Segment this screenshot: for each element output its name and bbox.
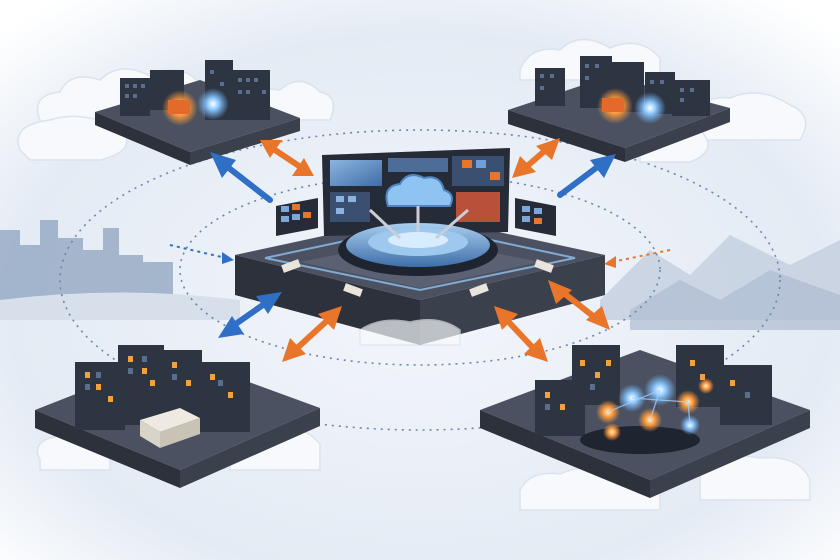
arrow-blue-top-right <box>557 162 603 198</box>
data-flow-arrows <box>169 138 671 362</box>
central-hub <box>235 148 605 345</box>
arrow-orange-top-left <box>269 145 305 171</box>
hub-central-dish <box>338 208 498 276</box>
hub-side-monitor-left <box>276 198 318 236</box>
background-landscape <box>0 220 840 330</box>
hub-side-monitor-right <box>515 198 556 236</box>
arrow-blue-top-left <box>222 162 273 203</box>
arrow-dotted-orange-right <box>611 249 671 263</box>
arrow-orange-bottom-left <box>292 315 333 353</box>
arrow-dotted-blue-left <box>169 244 227 259</box>
cloud-icon <box>385 174 453 232</box>
arrow-orange-bottom-right <box>502 315 538 353</box>
arrow-orange-right-lower <box>557 287 601 323</box>
city-platform-top-right <box>508 56 730 162</box>
city-platform-bottom-left <box>35 345 320 488</box>
city-platform-bottom-right <box>480 345 810 498</box>
blue-glow <box>197 88 229 120</box>
city-platform-top-left <box>95 60 300 165</box>
